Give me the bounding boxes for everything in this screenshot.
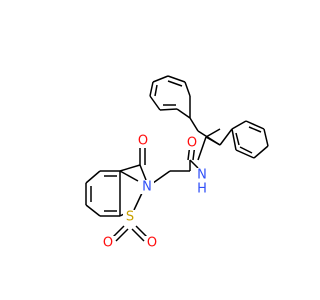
bond xyxy=(139,164,147,181)
bond xyxy=(197,136,207,161)
bond xyxy=(205,128,221,138)
bond xyxy=(149,81,154,97)
bond xyxy=(159,108,178,111)
sulfur-atom-label: S xyxy=(126,210,134,225)
bond xyxy=(131,228,145,242)
nitrogen-atom-label: N xyxy=(197,168,207,183)
oxygen-atom-label: O xyxy=(103,236,113,251)
bond xyxy=(189,117,199,132)
benzo-ring xyxy=(85,170,139,217)
aromatic-bond xyxy=(239,146,253,154)
bond xyxy=(245,120,265,130)
oxygen-atom-label: O xyxy=(187,136,197,151)
hydrogen-atom-label: H xyxy=(197,182,207,197)
label-background xyxy=(185,136,199,150)
oxygen-atom-label: O xyxy=(138,134,148,149)
label-background xyxy=(140,180,154,194)
bond xyxy=(219,128,233,146)
bond xyxy=(189,159,199,169)
bond xyxy=(85,170,101,184)
label-background xyxy=(195,168,209,182)
nitrogen-atom-label: N xyxy=(142,180,152,195)
atom-labels: O N S O O O N H xyxy=(101,134,209,251)
bond xyxy=(176,108,191,119)
label-background xyxy=(123,210,137,224)
bond xyxy=(152,170,171,184)
label-background xyxy=(195,182,209,196)
bond xyxy=(149,95,161,111)
bond xyxy=(253,145,269,159)
bond xyxy=(197,130,221,146)
bond xyxy=(119,170,139,182)
phenyl-ring-right xyxy=(231,120,269,159)
bond xyxy=(231,128,237,151)
benzhydryl-center xyxy=(197,128,233,146)
bond xyxy=(235,149,255,159)
bond xyxy=(152,75,169,83)
aromatic-bond xyxy=(248,126,262,133)
aromatic-bond xyxy=(235,132,240,146)
bond xyxy=(263,128,269,147)
label-background xyxy=(145,236,159,250)
bond xyxy=(231,120,247,130)
isothiazole-ring xyxy=(119,148,147,217)
bond xyxy=(167,75,186,83)
bond xyxy=(133,192,143,211)
label-background xyxy=(101,236,115,250)
oxygen-atom-label: O xyxy=(147,236,157,251)
bond xyxy=(119,164,141,172)
bond xyxy=(184,81,191,97)
bond xyxy=(85,204,101,217)
aromatic-bond xyxy=(154,84,158,97)
sulfonyl-bonds xyxy=(111,225,149,242)
label-background xyxy=(136,134,150,148)
aromatic-bond xyxy=(167,80,183,87)
molecule-structure-diagram: O N S O O O N H xyxy=(85,75,269,251)
bond xyxy=(115,228,129,242)
phenyl-ring-left xyxy=(149,75,199,132)
